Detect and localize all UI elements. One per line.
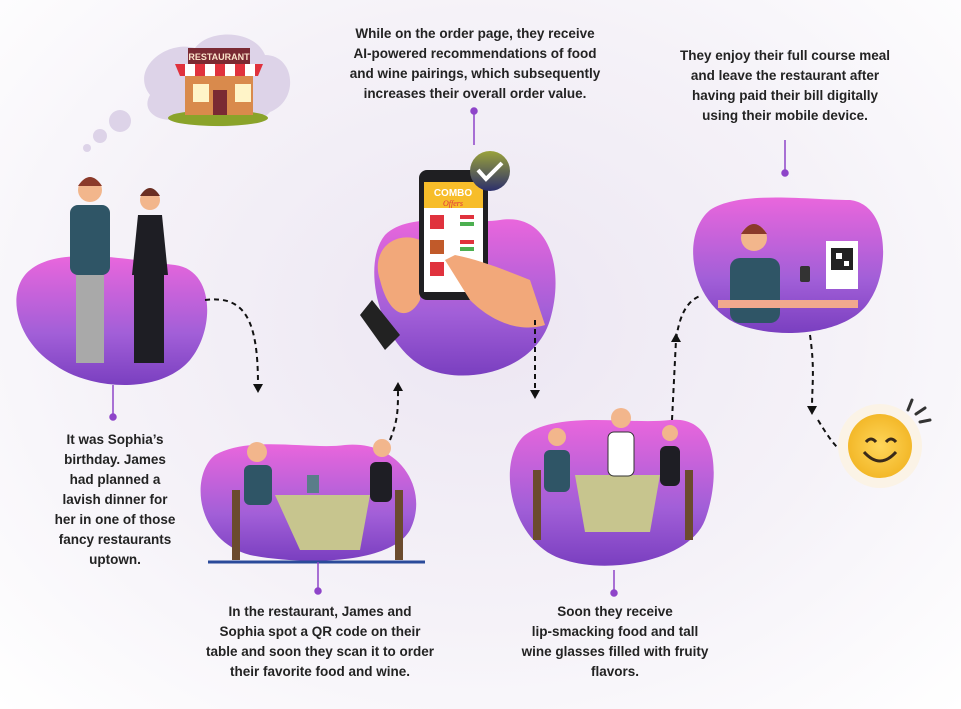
caption-birthday: It was Sophia’s birthday. James had plan…	[54, 432, 176, 567]
phone-banner-title: COMBO	[434, 188, 473, 199]
couple-illustration	[70, 177, 168, 363]
caption-pins	[109, 107, 789, 597]
caption-recommendations: While on the order page, they receive AI…	[349, 26, 601, 101]
restaurant-icon: RESTAURANT	[168, 48, 268, 126]
table-scan-illustration	[208, 439, 425, 564]
mobile-phone-icon	[800, 266, 810, 282]
payment-illustration	[718, 224, 858, 323]
caption-food-served: Soon they receive lip-smacking food and …	[521, 604, 709, 679]
caption-pay-digitally: They enjoy their full course meal and le…	[679, 48, 891, 123]
checkmark-icon	[470, 151, 510, 191]
caption-qr-scan: In the restaurant, James and Sophia spot…	[205, 604, 435, 679]
flow-connectors	[204, 295, 839, 449]
waiter-serving-illustration	[533, 408, 693, 540]
restaurant-sign: RESTAURANT	[188, 52, 250, 62]
phone-order-illustration: COMBO Offers	[360, 151, 545, 350]
smiley-icon	[838, 398, 932, 488]
arrowheads	[253, 333, 817, 415]
phone-banner-subtitle: Offers	[443, 199, 463, 208]
blob-scene-1	[16, 255, 208, 385]
